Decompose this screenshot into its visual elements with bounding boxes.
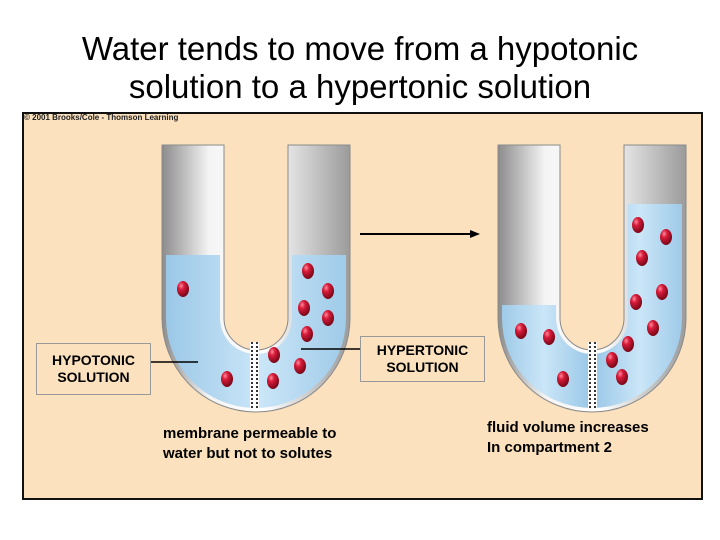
- u-tube-1: [161, 144, 351, 413]
- hypertonic-label-line-2: SOLUTION: [386, 359, 459, 375]
- hypotonic-label: HYPOTONIC SOLUTION: [36, 343, 151, 395]
- solute: [298, 300, 310, 316]
- tube-1-solution: [166, 255, 346, 408]
- solute: [268, 347, 280, 363]
- title-line-2: solution to a hypertonic solution: [128, 68, 592, 105]
- solute: [632, 217, 644, 233]
- solute: [302, 263, 314, 279]
- solute: [267, 373, 279, 389]
- membrane-caption-line-2: water but not to solutes: [163, 445, 333, 462]
- membrane-caption: membrane permeable to water but not to s…: [163, 424, 336, 464]
- solute: [322, 310, 334, 326]
- slide-title: Water tends to move from a hypotonic sol…: [0, 30, 720, 106]
- solute: [515, 323, 527, 339]
- hypertonic-label-line-1: HYPERTONIC: [376, 342, 469, 358]
- result-caption-line-1: fluid volume increases: [487, 419, 649, 436]
- tube-2-solution-right: [592, 204, 682, 408]
- hypotonic-label-line-2: SOLUTION: [57, 369, 130, 385]
- membrane-caption-line-1: membrane permeable to: [163, 425, 337, 442]
- solute: [557, 371, 569, 387]
- solute: [636, 250, 648, 266]
- solute: [647, 320, 659, 336]
- solute: [606, 352, 618, 368]
- diagram-panel: [22, 112, 703, 500]
- solute: [322, 283, 334, 299]
- tube-1-solutes: [177, 263, 334, 389]
- hypotonic-label-line-1: HYPOTONIC: [52, 352, 135, 368]
- solute: [177, 281, 189, 297]
- tube-2-membrane: [588, 342, 597, 408]
- solute: [301, 326, 313, 342]
- solute: [660, 229, 672, 245]
- result-caption-line-2: In compartment 2: [487, 439, 613, 456]
- solute: [543, 329, 555, 345]
- solute: [221, 371, 233, 387]
- solute: [294, 358, 306, 374]
- copyright-notice: © 2001 Brooks/Cole - Thomson Learning: [24, 113, 179, 122]
- title-line-1: Water tends to move from a hypotonic: [81, 30, 639, 67]
- tube-1-membrane: [250, 342, 259, 408]
- hypertonic-label: HYPERTONIC SOLUTION: [360, 336, 485, 382]
- solute: [630, 294, 642, 310]
- process-arrow: [360, 230, 480, 238]
- tube-2-solutes: [515, 217, 672, 387]
- u-tube-2: [497, 144, 687, 413]
- solute: [656, 284, 668, 300]
- solute: [622, 336, 634, 352]
- tube-2-solution-left: [502, 305, 592, 408]
- result-caption: fluid volume increases In compartment 2: [487, 418, 649, 458]
- solute: [616, 369, 628, 385]
